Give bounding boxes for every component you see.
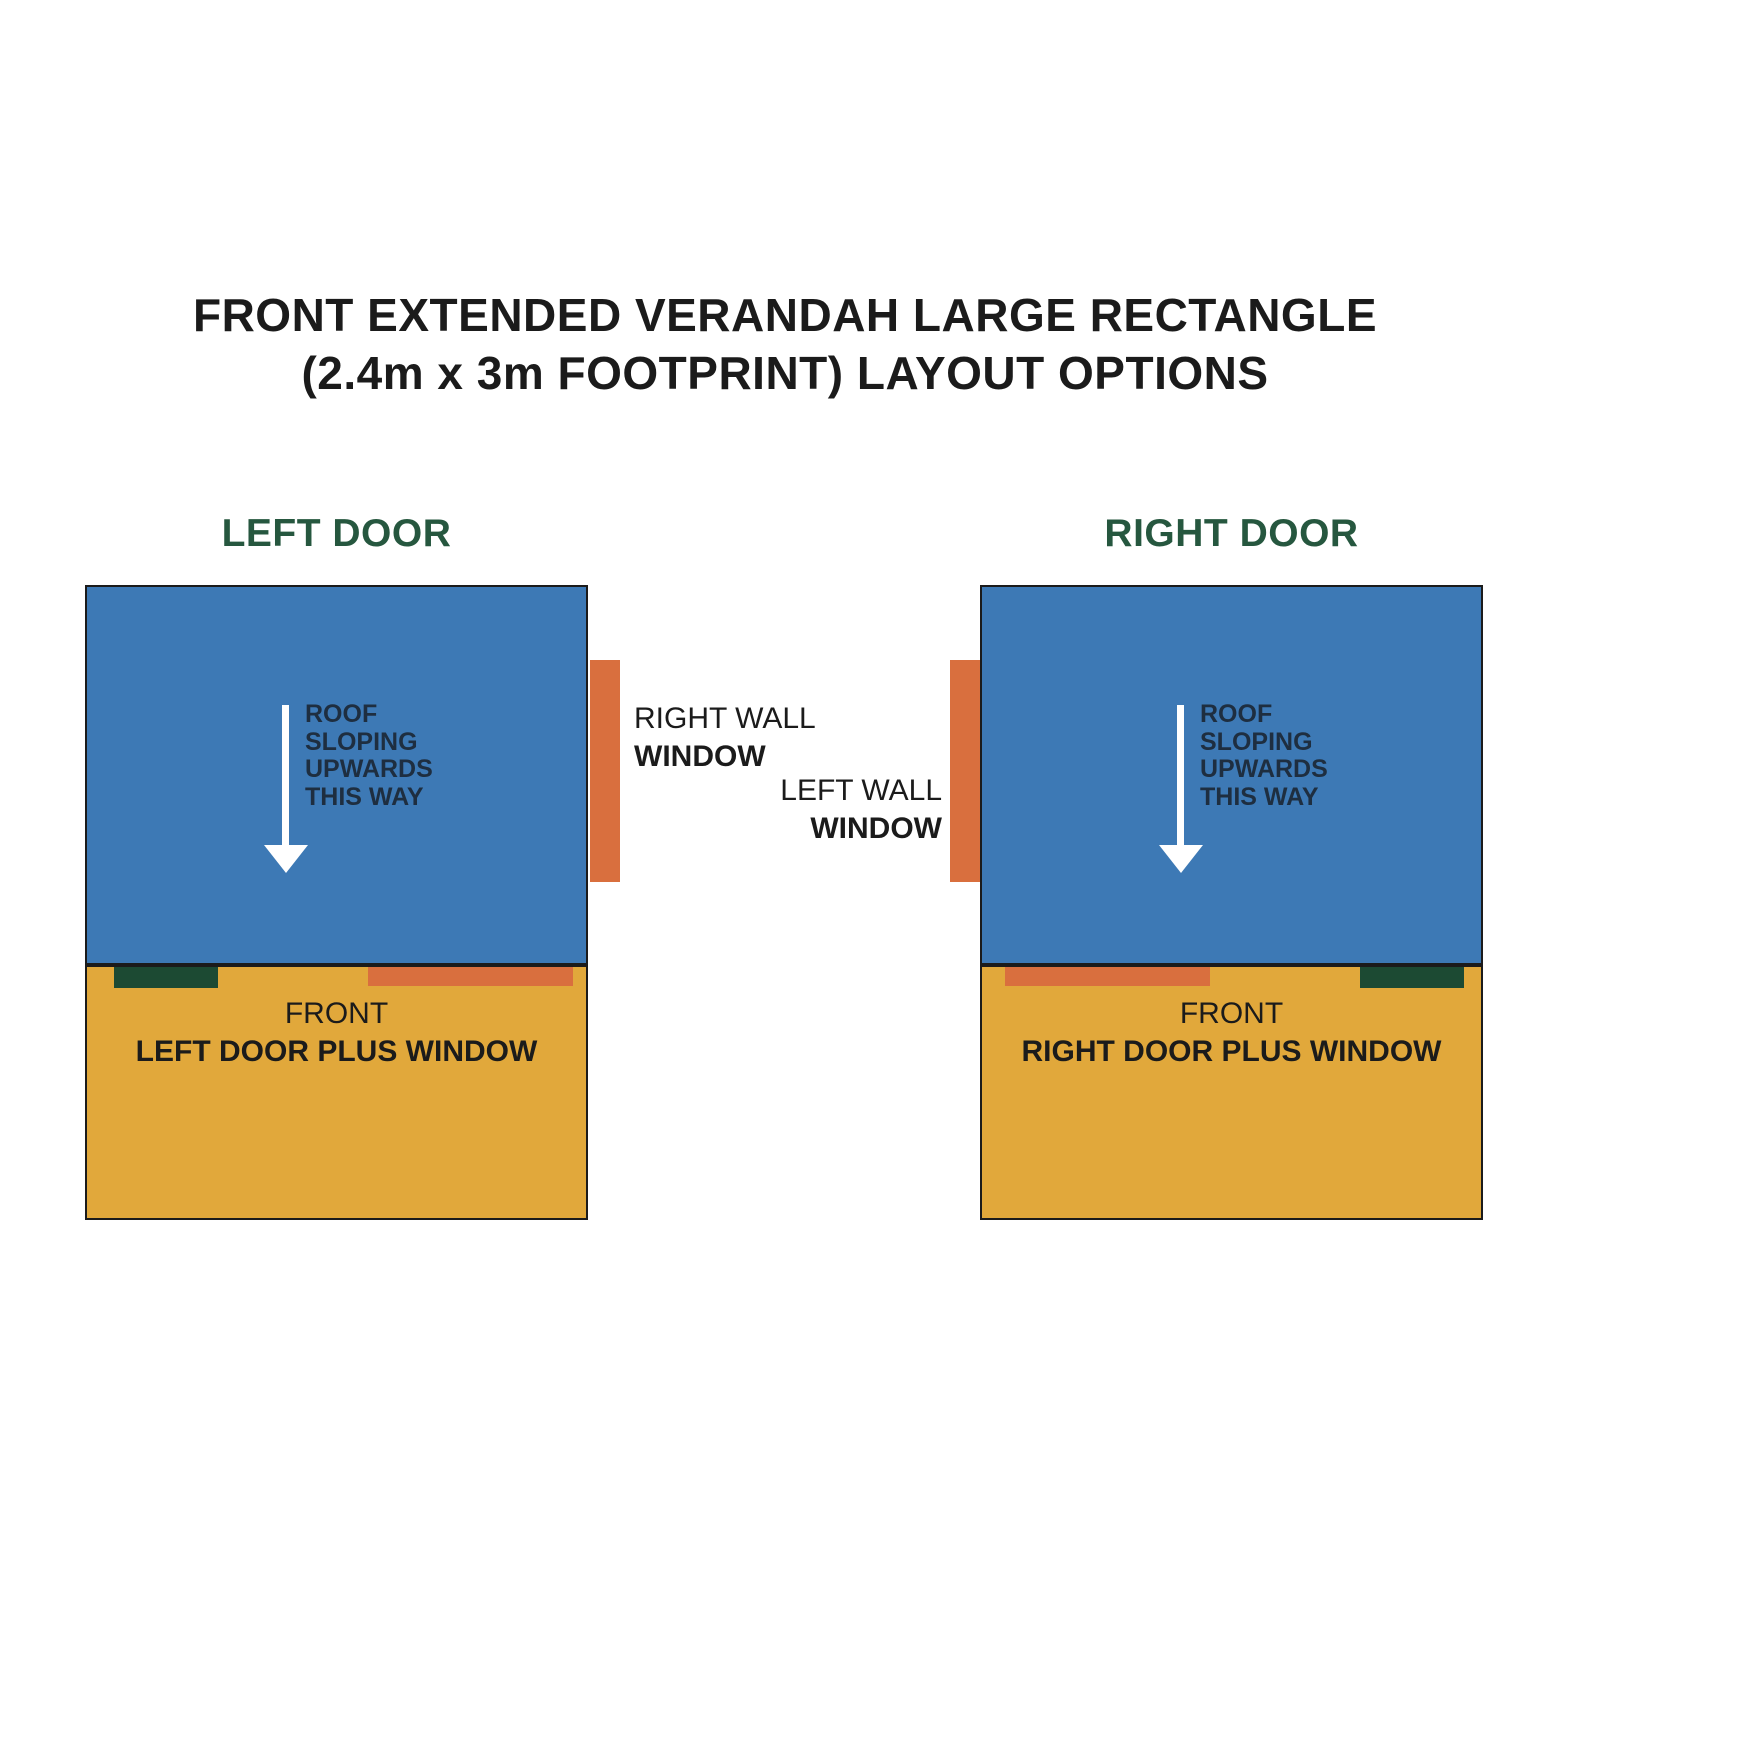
page-title: FRONT EXTENDED VERANDAH LARGE RECTANGLE … bbox=[85, 286, 1485, 402]
left-option-roof-area: ROOF SLOPING UPWARDS THIS WAY bbox=[85, 585, 588, 965]
front-door-marker bbox=[114, 967, 218, 988]
side-wall-window-line: WINDOW bbox=[634, 740, 766, 773]
side-wall-label-line: RIGHT WALL bbox=[634, 702, 816, 735]
page-title-line-2: (2.4m x 3m FOOTPRINT) LAYOUT OPTIONS bbox=[301, 347, 1269, 399]
roof-slope-label: ROOF SLOPING UPWARDS THIS WAY bbox=[1200, 700, 1328, 811]
side-wall-window-line: WINDOW bbox=[810, 812, 942, 845]
roof-slope-label: ROOF SLOPING UPWARDS THIS WAY bbox=[305, 700, 433, 811]
side-wall-label-line: LEFT WALL bbox=[780, 774, 942, 807]
left-option-front-label: FRONT LEFT DOOR PLUS WINDOW bbox=[87, 995, 586, 1071]
right-option-side-wall-label: LEFT WALL WINDOW bbox=[630, 772, 942, 848]
right-option-front-label: FRONT RIGHT DOOR PLUS WINDOW bbox=[982, 995, 1481, 1071]
left-door-option-heading: LEFT DOOR bbox=[221, 512, 452, 555]
front-detail-line: LEFT DOOR PLUS WINDOW bbox=[135, 1035, 538, 1068]
left-option-verandah-area: FRONT LEFT DOOR PLUS WINDOW bbox=[85, 965, 588, 1220]
roof-slope-arrow-shaft bbox=[282, 705, 289, 847]
right-option-left-wall-window-bar bbox=[950, 660, 980, 882]
front-window-marker bbox=[368, 967, 573, 986]
right-option-verandah-area: FRONT RIGHT DOOR PLUS WINDOW bbox=[980, 965, 1483, 1220]
right-option-roof-area: ROOF SLOPING UPWARDS THIS WAY bbox=[980, 585, 1483, 965]
right-door-option-heading: RIGHT DOOR bbox=[1104, 512, 1359, 555]
left-option-right-wall-window-bar bbox=[590, 660, 620, 882]
front-label-line: FRONT bbox=[284, 997, 389, 1030]
front-label-line: FRONT bbox=[1179, 997, 1284, 1030]
roof-slope-arrow-shaft bbox=[1177, 705, 1184, 847]
front-detail-line: RIGHT DOOR PLUS WINDOW bbox=[1021, 1035, 1442, 1068]
roof-slope-arrow-head bbox=[1159, 845, 1203, 873]
front-window-marker bbox=[1005, 967, 1210, 986]
page-title-line-1: FRONT EXTENDED VERANDAH LARGE RECTANGLE bbox=[192, 289, 1377, 341]
front-door-marker bbox=[1360, 967, 1464, 988]
roof-slope-arrow-head bbox=[264, 845, 308, 873]
left-option-side-wall-label: RIGHT WALL WINDOW bbox=[634, 700, 964, 776]
